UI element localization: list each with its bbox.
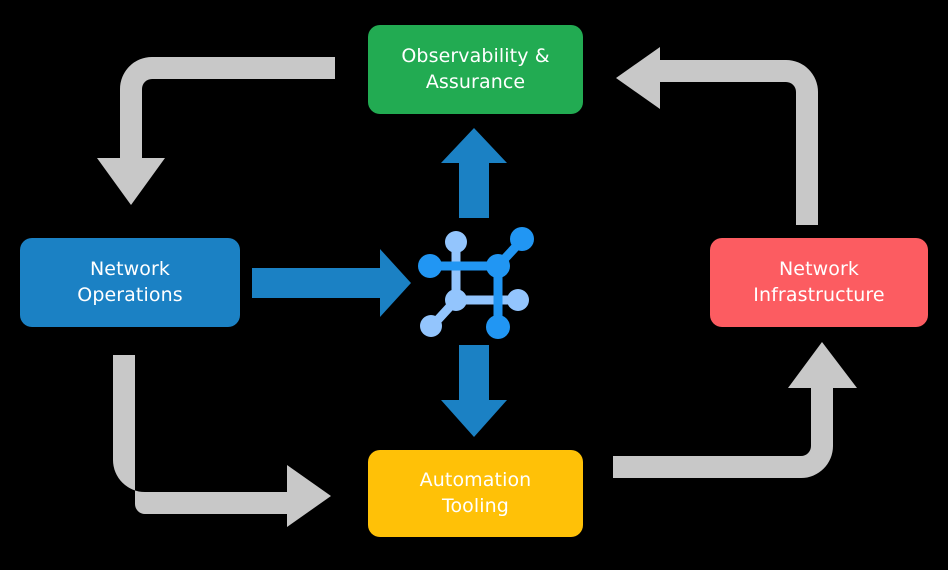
blue-arrow-center-to-observability: [441, 128, 507, 218]
network-topology-icon: [418, 227, 534, 339]
node-label-observability: Observability & Assurance: [401, 45, 550, 93]
node-box-observability[interactable]: Observability & Assurance: [368, 25, 583, 114]
node-box-network-operations[interactable]: Network Operations: [20, 238, 240, 327]
node-label-automation-tooling: Automation Tooling: [419, 469, 532, 517]
gray-arrow-infrastructure-to-observability: [616, 47, 818, 225]
node-box-network-infrastructure[interactable]: Network Infrastructure: [710, 238, 928, 327]
node-box-automation-tooling[interactable]: Automation Tooling: [368, 450, 583, 537]
gray-arrow-automation-to-infrastructure: [613, 342, 857, 478]
node-label-network-operations: Network Operations: [77, 258, 183, 306]
blue-arrow-operations-to-center: [252, 249, 411, 317]
gray-arrow-observability-to-operations: [97, 57, 335, 205]
blue-arrow-center-to-automation: [441, 345, 507, 437]
network-icon-nodes: [418, 227, 534, 339]
gray-arrow-operations-to-automation: [113, 355, 331, 527]
node-label-network-infrastructure: Network Infrastructure: [753, 258, 885, 306]
